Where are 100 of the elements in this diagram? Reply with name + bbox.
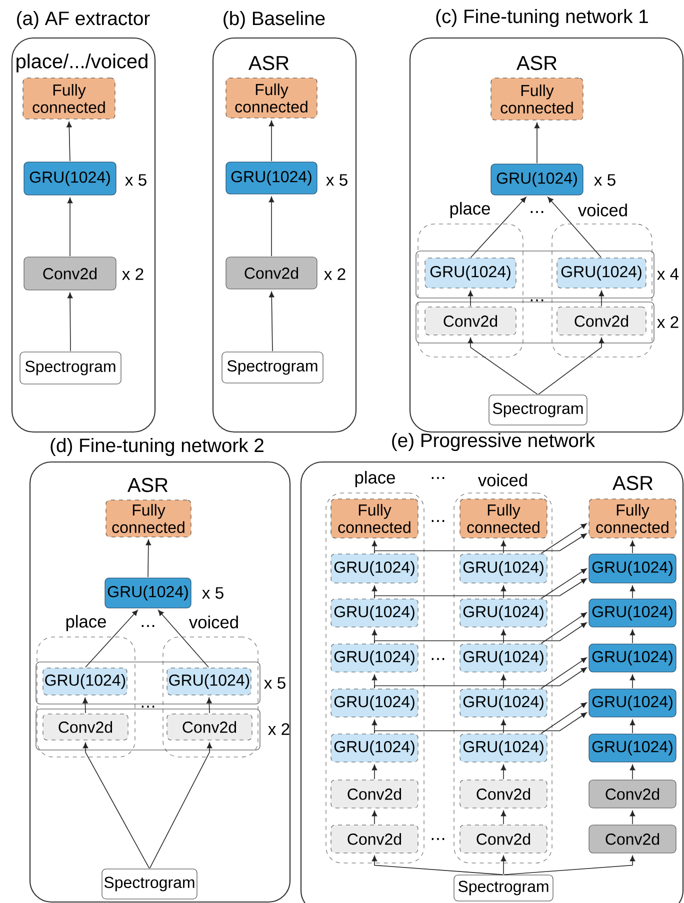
- arrow: [66, 122, 72, 162]
- conv-box: Conv2d: [42, 714, 128, 740]
- fully-connected-box: Fully connected: [460, 498, 548, 538]
- conv-box: Conv2d: [330, 824, 418, 854]
- repeat-count: x 2: [657, 316, 678, 328]
- arrow: [85, 610, 138, 668]
- input-box: Spectrogram: [488, 394, 588, 426]
- gru-box: GRU(1024): [588, 644, 676, 672]
- conv-box: Conv2d: [166, 714, 252, 740]
- column-heading: ASR: [248, 56, 289, 70]
- group-label: voiced: [478, 474, 527, 486]
- conv-box: Conv2d: [424, 306, 516, 336]
- group-label: place: [66, 614, 106, 632]
- panel-title: (e) Progressive network: [392, 433, 596, 452]
- panel-title: (b) Baseline: [224, 11, 325, 30]
- column-heading: ASR: [127, 478, 168, 492]
- arrow: [372, 810, 378, 824]
- arrow: [67, 198, 73, 256]
- arrow: [540, 657, 587, 689]
- arrow: [372, 856, 504, 876]
- arrow: [540, 568, 587, 599]
- arrow: [500, 674, 506, 688]
- ellipsis: …: [142, 625, 154, 627]
- gru-box: GRU(1024): [588, 734, 676, 762]
- gru-box: GRU(1024): [330, 598, 418, 628]
- repeat-count: x 2: [324, 268, 346, 280]
- arrow: [268, 120, 274, 162]
- fully-connected-box: Fully connected: [22, 78, 116, 120]
- arrow: [500, 764, 506, 780]
- arrow: [630, 764, 636, 780]
- ellipsis: …: [530, 299, 544, 302]
- gru-box: GRU(1024): [330, 644, 418, 672]
- arrow: [269, 292, 274, 352]
- gru-box: GRU(1024): [460, 598, 548, 628]
- arrow: [374, 712, 587, 734]
- fully-connected-box: Fully connected: [226, 78, 318, 118]
- arrow: [372, 586, 378, 598]
- gru-box: GRU(1024): [166, 668, 252, 696]
- ellipsis: ⋯: [432, 520, 444, 522]
- arrow: [500, 856, 506, 874]
- arrow: [82, 742, 150, 869]
- arrow: [504, 856, 636, 876]
- input-box: Spectrogram: [102, 868, 198, 900]
- arrow: [468, 290, 474, 306]
- ellipsis: …: [142, 706, 154, 708]
- arrow: [158, 610, 209, 668]
- group-label: place: [450, 202, 490, 218]
- gru-box: GRU(1024): [556, 258, 646, 288]
- ellipsis: ⋯: [432, 477, 444, 480]
- conv-box: Conv2d: [330, 780, 418, 808]
- gru-box: GRU(1024): [330, 734, 418, 762]
- arrow: [540, 523, 587, 554]
- repeat-count: x 5: [202, 587, 224, 599]
- conv-box: Conv2d: [588, 824, 676, 854]
- input-box: Spectrogram: [222, 352, 324, 384]
- repeat-count: x 4: [657, 268, 679, 280]
- arrow: [149, 742, 212, 869]
- arrow: [540, 612, 587, 644]
- arrow: [500, 540, 506, 554]
- arrow: [372, 630, 378, 644]
- gru-box: GRU(1024): [330, 554, 418, 584]
- ellipsis: ⋯: [432, 838, 444, 840]
- arrow: [500, 586, 506, 598]
- arrow: [630, 540, 636, 554]
- fully-connected-box: Fully connected: [330, 498, 418, 538]
- conv-box: Conv2d: [24, 256, 116, 290]
- arrow: [372, 764, 378, 780]
- conv-box: Conv2d: [460, 824, 548, 854]
- gru-box: GRU(1024): [460, 644, 548, 672]
- gru-box: GRU(1024): [424, 258, 516, 288]
- panel-title: (d) Fine-tuning network 2: [50, 438, 264, 456]
- ellipsis: ⋯: [432, 658, 444, 660]
- arrow: [374, 667, 587, 688]
- group-label: place: [355, 470, 395, 488]
- arrow: [372, 674, 378, 688]
- repeat-count: x 2: [268, 723, 290, 735]
- fully-connected-box: Fully connected: [588, 498, 676, 538]
- gru-box: GRU(1024): [330, 688, 418, 718]
- group-label: voiced: [578, 204, 627, 216]
- group-label: voiced: [189, 616, 238, 628]
- arrow: [630, 630, 636, 644]
- arrow: [374, 533, 587, 554]
- gru-box: GRU(1024): [226, 162, 318, 194]
- gru-box: GRU(1024): [588, 554, 676, 584]
- fully-connected-box: Fully connected: [490, 78, 584, 120]
- column-heading: ASR: [516, 56, 557, 70]
- arrow: [67, 292, 73, 352]
- arrow: [598, 290, 604, 306]
- arrow: [630, 674, 636, 688]
- arrow: [630, 586, 636, 598]
- arrow: [372, 720, 378, 734]
- gru-box: GRU(1024): [588, 598, 676, 628]
- arrow: [206, 698, 212, 714]
- arrow: [548, 196, 602, 258]
- input-box: Spectrogram: [454, 874, 554, 902]
- arrow: [468, 338, 538, 395]
- gru-box: GRU(1024): [460, 554, 548, 584]
- arrow: [630, 810, 636, 824]
- repeat-count: x 5: [264, 677, 286, 689]
- column-heading: place/.../voiced: [16, 54, 148, 72]
